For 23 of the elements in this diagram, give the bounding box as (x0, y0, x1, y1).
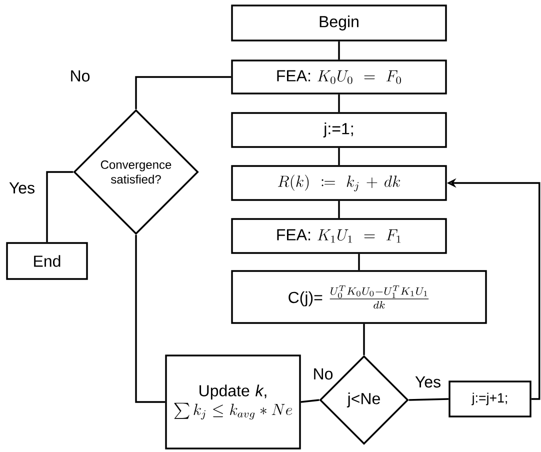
connector-line (135, 76, 232, 110)
connector-line (338, 94, 340, 112)
process-box: C(j)= $\frac{U_0^TK_0U_0-U_1^TK_1U_1}{dk}$ (231, 270, 487, 324)
connector-line (300, 399, 320, 403)
process-box: FEA: $K_0U_0 = F_0$ (231, 60, 447, 94)
connector-line (46, 171, 74, 242)
process-box: FEA: $K_1U_1 = F_1$ (231, 218, 447, 254)
connector-line (358, 254, 360, 270)
connector-line (338, 41, 340, 60)
process-box: Begin (231, 4, 447, 42)
connector-line (135, 234, 166, 403)
process-box: Update k, $\sum k_j \leq k_{avg} * Ne$ (165, 354, 301, 450)
process-box: j:=j+1; (448, 380, 532, 418)
connector-line (408, 398, 449, 401)
connector-line (338, 200, 340, 218)
edge-label: Yes (415, 376, 440, 388)
connector-line (363, 324, 365, 356)
connector-line (338, 148, 340, 166)
process-box: $R(k) \coloneqq k_j + dk$ (231, 165, 447, 201)
process-box: End (6, 242, 88, 280)
edge-label: Yes (9, 182, 34, 194)
edge-label: No (71, 70, 90, 82)
process-box: j:=1; (231, 112, 447, 148)
